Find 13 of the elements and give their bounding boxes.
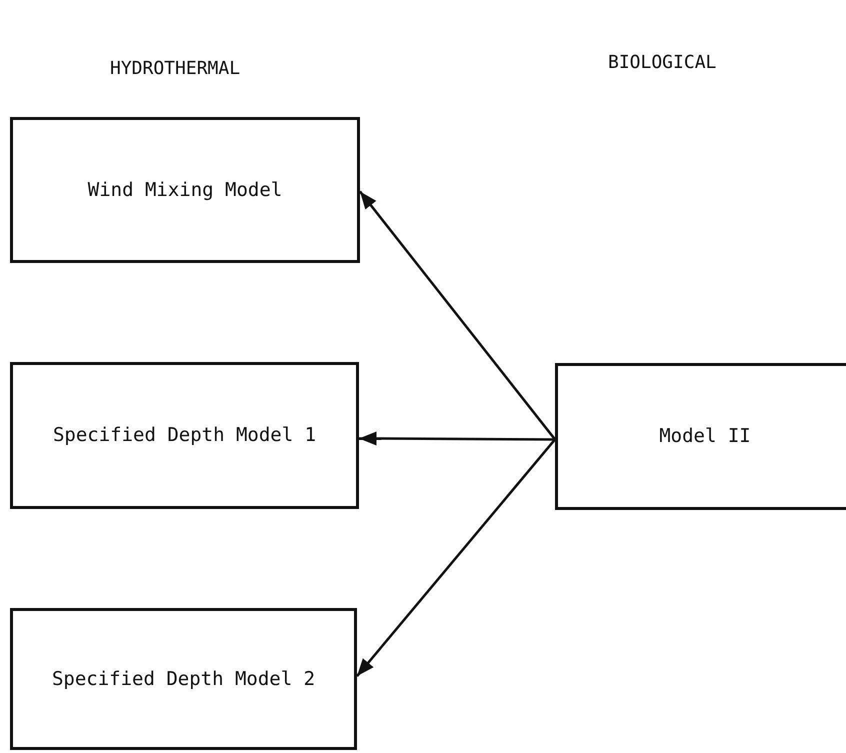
- model-box: [555, 363, 846, 510]
- box-label: Specified Depth Model 2: [52, 666, 316, 692]
- model-box: [10, 608, 357, 750]
- box-label: Model II: [659, 424, 751, 449]
- model-box: [10, 117, 360, 263]
- box-label: Specified Depth Model 1: [52, 423, 316, 448]
- arrow: [359, 190, 556, 440]
- arrow: [359, 432, 555, 446]
- column-heading: BIOLOGICAL: [608, 52, 716, 73]
- column-heading: HYDROTHERMAL: [110, 58, 240, 79]
- arrow: [356, 438, 556, 677]
- box-label: Wind Mixing Model: [88, 178, 282, 202]
- model-box: [10, 362, 359, 509]
